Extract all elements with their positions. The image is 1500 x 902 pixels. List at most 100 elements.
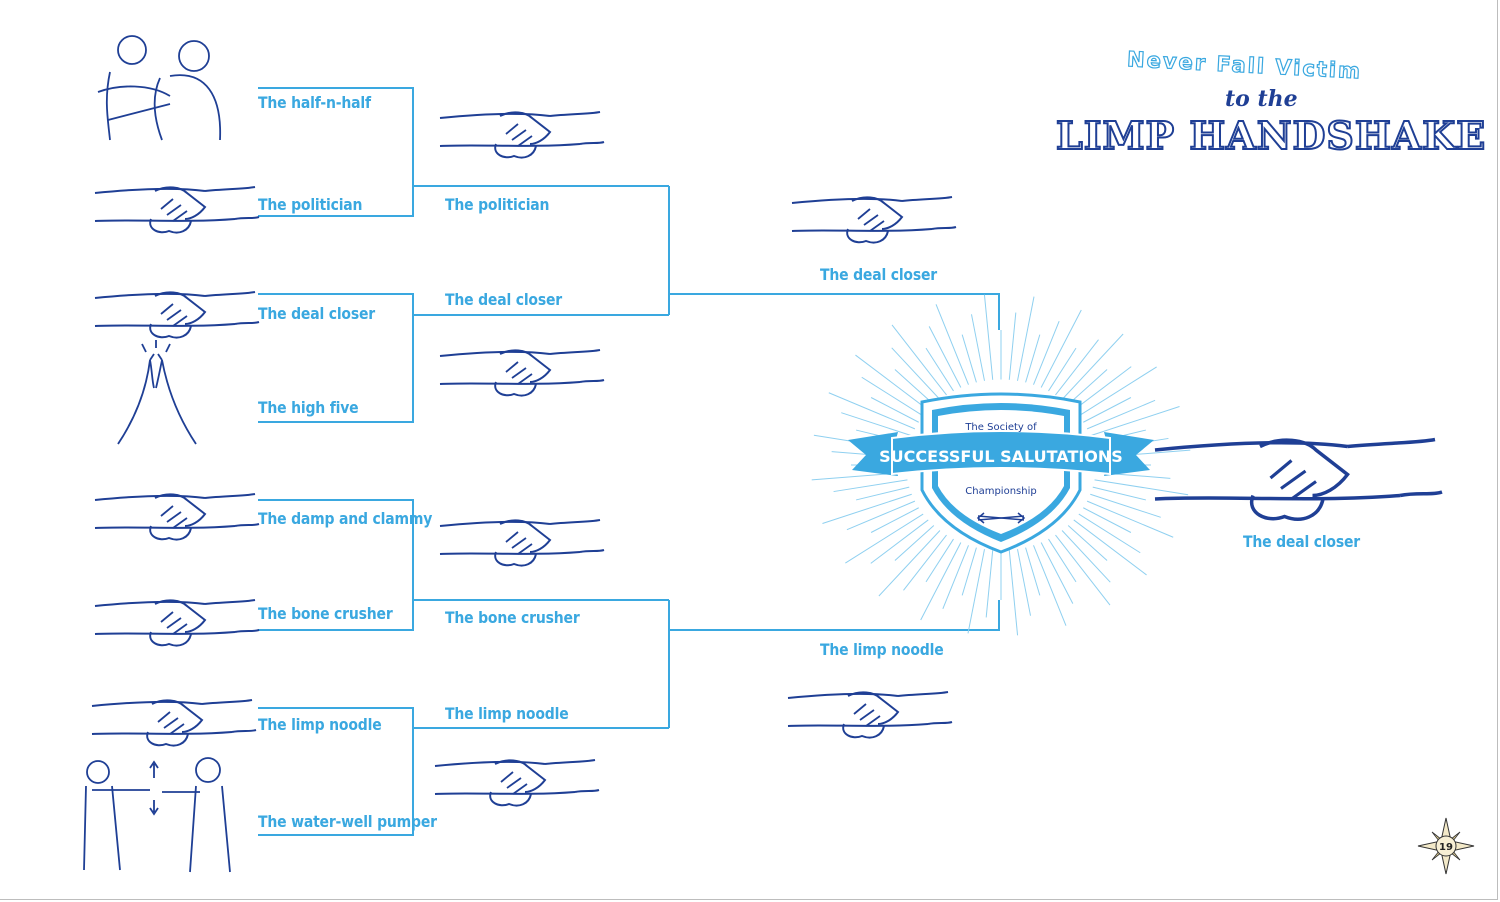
compass-rose-icon: 19 [1417, 817, 1475, 875]
handshake-icon [439, 111, 605, 159]
ray [928, 326, 962, 388]
ray [822, 493, 912, 524]
ray [1078, 513, 1141, 554]
handshake-icon [787, 691, 953, 739]
ray [1025, 334, 1041, 383]
ray [903, 534, 947, 591]
ray [925, 347, 954, 392]
round2-label-2: The deal closer [445, 291, 562, 310]
handshake-icon [791, 196, 957, 244]
ray [870, 507, 919, 533]
ray [961, 334, 977, 383]
ray [1048, 538, 1077, 583]
ray [1073, 366, 1132, 411]
ray [894, 525, 935, 561]
round2-label-1: The politician [445, 196, 550, 215]
round1-label-4: The high five [258, 399, 359, 418]
round1-label-2: The politician [258, 196, 363, 215]
page-number: 19 [1439, 842, 1453, 853]
ray [1017, 296, 1035, 381]
ray [1073, 519, 1147, 576]
ray [855, 486, 910, 501]
ray [920, 542, 962, 621]
handshake-icon [94, 186, 260, 234]
round1-label-3: The deal closer [258, 305, 375, 324]
ray [845, 513, 924, 564]
round1-label-8: The water-well pumper [258, 813, 437, 832]
high-five-icon [117, 340, 197, 445]
ray [970, 314, 985, 381]
round1-label-1: The half-n-half [258, 94, 371, 113]
ray [942, 545, 969, 609]
badge-bottom-text: Championship [965, 486, 1036, 497]
handshake-icon [439, 349, 605, 397]
ray [1033, 321, 1060, 385]
ray [855, 354, 929, 411]
title-line-3: LIMP HANDSHAKE [1055, 112, 1487, 159]
championship-badge: The Society of SUCCESSFUL SALUTATIONS Ch… [848, 392, 1154, 554]
ray [846, 500, 916, 531]
round1-label-6: The bone crusher [258, 605, 393, 624]
ray [1061, 530, 1111, 583]
ray [894, 369, 935, 405]
ray [1067, 369, 1108, 405]
ray [1078, 366, 1157, 417]
fist-bump-icon [83, 757, 231, 873]
ray [828, 392, 916, 430]
ray [1033, 545, 1067, 626]
ray [961, 547, 977, 596]
ray [1092, 486, 1147, 501]
ray [1061, 333, 1124, 400]
ray [1086, 399, 1156, 430]
ray [1008, 550, 1019, 636]
semifinal-label-2: The limp noodle [820, 641, 944, 660]
handshake-icon [94, 291, 260, 339]
ray [1008, 312, 1017, 380]
ray [891, 324, 947, 396]
title-line-2: to the [1225, 86, 1298, 112]
ray [1086, 500, 1174, 538]
ray [1048, 347, 1077, 392]
ray [925, 538, 954, 583]
ray [861, 376, 924, 417]
ray [891, 347, 941, 400]
ray [1055, 339, 1099, 396]
ray [878, 530, 941, 597]
ray [1025, 547, 1041, 596]
handshake-icon [439, 519, 605, 567]
ray [833, 479, 908, 493]
ray [1083, 397, 1132, 423]
champion-label: The deal closer [1243, 533, 1360, 552]
round2-label-3: The bone crusher [445, 609, 580, 628]
ray [1083, 507, 1132, 533]
ray [1090, 406, 1180, 437]
ray [870, 397, 919, 423]
ray [1094, 479, 1189, 496]
ray [935, 304, 969, 385]
ray [1090, 493, 1161, 518]
ray [985, 550, 994, 618]
round1-label-5: The damp and clammy [258, 510, 433, 529]
ray [1040, 542, 1074, 604]
round1-connectors [258, 87, 1000, 836]
ray [1067, 525, 1108, 561]
handshake-icon [434, 759, 600, 807]
ray [1017, 549, 1032, 616]
two-men-hugging-icon [97, 35, 221, 141]
rays [811, 294, 1191, 636]
handshake-icon [94, 493, 260, 541]
ray [983, 294, 994, 380]
ray [1040, 309, 1082, 388]
ray [1055, 534, 1111, 606]
semifinal-label-1: The deal closer [820, 266, 937, 285]
badge-top-text: The Society of [964, 422, 1037, 433]
handshake-icon [91, 699, 257, 747]
champion-handshake-icon [1153, 437, 1444, 521]
round1-label-7: The limp noodle [258, 716, 382, 735]
round2-label-4: The limp noodle [445, 705, 569, 724]
badge-ribbon-text: SUCCESSFUL SALUTATIONS [879, 447, 1123, 466]
crossed-arrows-icon [976, 512, 1026, 524]
